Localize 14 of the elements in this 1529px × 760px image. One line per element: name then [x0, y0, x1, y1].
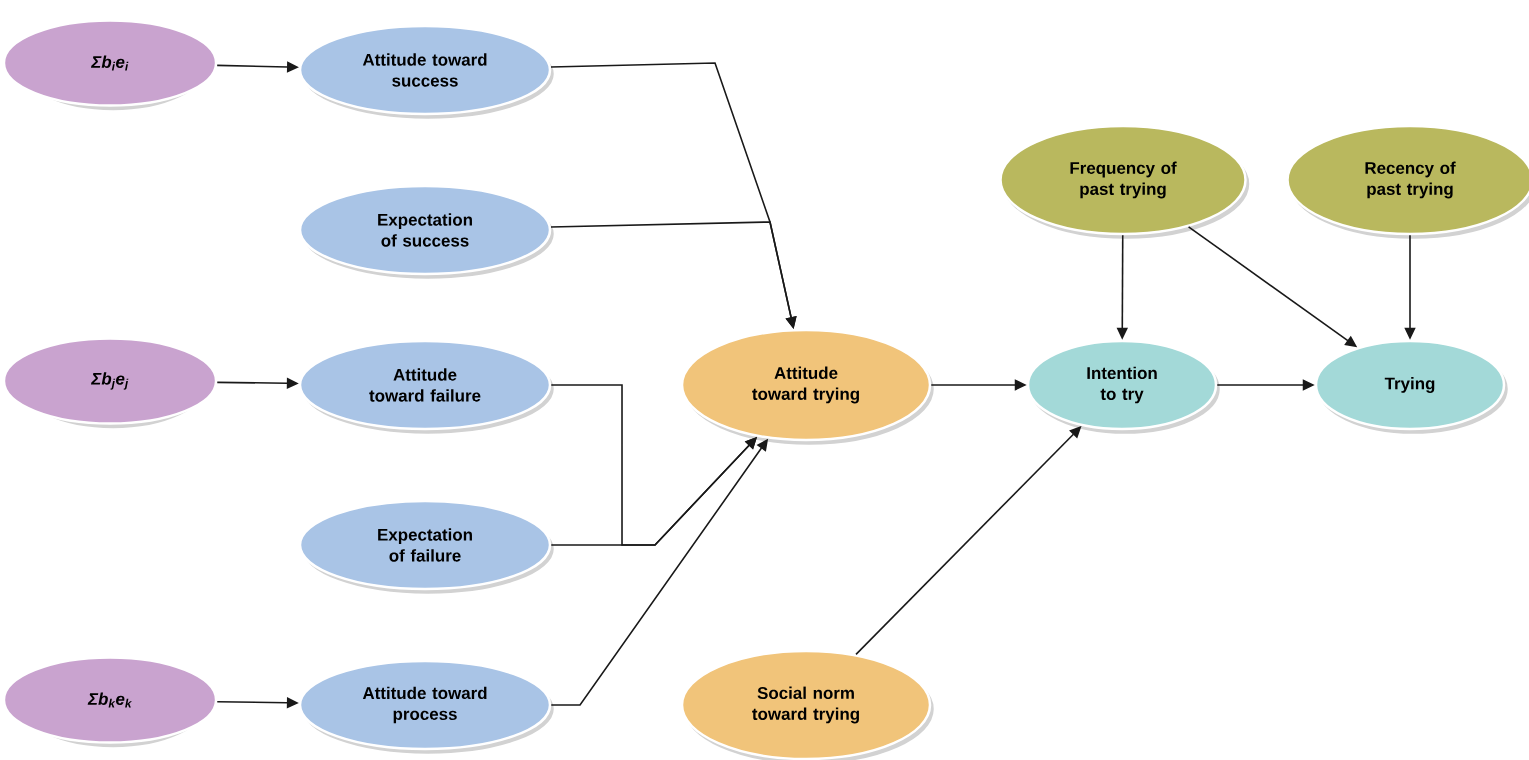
oval-node: Expectation of success	[298, 184, 557, 282]
formula-oval: Σb$_{i}$e$_{i}$	[2, 19, 218, 113]
oval-node: Attitude toward trying	[680, 328, 937, 448]
oval-node: Recency of past trying	[1286, 124, 1529, 242]
formula-oval: Σb$_{j}$e$_{j}$	[2, 337, 218, 431]
oval-node: Frequency of past trying	[999, 124, 1252, 242]
oval-node: Social norm toward trying	[680, 649, 937, 760]
oval-node: Trying	[1314, 339, 1511, 437]
formula-oval: Σb$_{k}$e$_{k}$	[2, 656, 218, 750]
oval-node: Attitude toward failure	[298, 339, 557, 437]
oval-node: Intention to try	[1026, 339, 1223, 437]
oval-node: Attitude toward success	[298, 24, 557, 122]
oval-node: Attitude toward process	[298, 659, 557, 757]
oval-node: Expectation of failure	[298, 499, 557, 597]
